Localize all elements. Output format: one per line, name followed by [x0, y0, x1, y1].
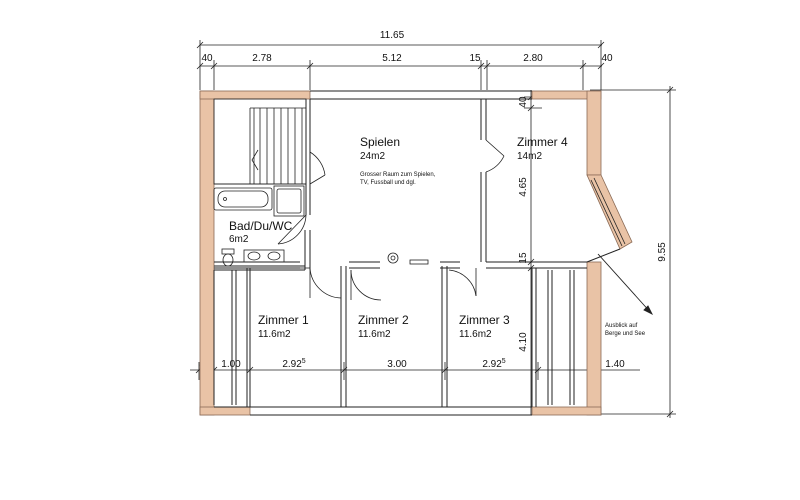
right-dimension-chain: [590, 86, 676, 418]
dim-left-wall: 40: [201, 53, 213, 64]
shower-tray: [273, 185, 305, 217]
bay-window: [590, 177, 626, 247]
dim-balcony-right: 1.40: [605, 359, 625, 370]
room-area-spielen: 24m2: [360, 151, 385, 162]
room-area-bad: 6m2: [229, 234, 249, 245]
toilet: [221, 248, 235, 267]
room-name-zimmer1: Zimmer 1: [258, 313, 309, 327]
stove-symbol: [387, 252, 429, 265]
dim-room1-value: 2.92: [282, 359, 302, 370]
room-name-zimmer2: Zimmer 2: [358, 313, 409, 327]
dim-stair-width: 2.78: [252, 53, 272, 64]
bathtub: [213, 187, 273, 211]
room-area-zimmer1: 11.6m2: [258, 329, 291, 340]
view-note-2: Berge und See: [605, 331, 646, 337]
dim-inner-wall-top: 40: [518, 96, 529, 108]
dim-right-wall: 40: [601, 53, 613, 64]
dim-partition: 15: [518, 252, 529, 264]
room-area-zimmer2: 11.6m2: [358, 329, 391, 340]
room-note-spielen-2: TV, Fussball und dgl.: [360, 180, 416, 186]
dim-inner-wall: 15: [469, 53, 481, 64]
dim-room3-width: 2.925: [482, 358, 505, 370]
top-dimension-chain: [196, 40, 605, 90]
dim-play-room-width: 5.12: [382, 53, 402, 64]
view-arrow: [597, 253, 654, 316]
room-area-zimmer3: 11.6m2: [459, 329, 492, 340]
room-area-zimmer4: 14m2: [517, 151, 542, 162]
outer-walls: [199, 90, 633, 416]
staircase: [213, 98, 307, 185]
double-sink: [243, 249, 285, 263]
room-name-bad: Bad/Du/WC: [229, 219, 293, 233]
room-name-spielen: Spielen: [360, 135, 400, 149]
room-name-zimmer3: Zimmer 3: [459, 313, 510, 327]
middle-dimension-chain: [190, 362, 640, 380]
room-note-spielen-1: Grosser Raum zum Spielen,: [360, 172, 436, 178]
dim-room3-superscript: 5: [502, 358, 506, 365]
view-note-1: Ausblick auf: [605, 323, 638, 329]
dim-balcony-left: 1.00: [221, 359, 241, 370]
dim-room4-width: 2.80: [523, 53, 543, 64]
room-name-zimmer4: Zimmer 4: [517, 135, 568, 149]
dim-room1-superscript: 5: [302, 358, 306, 365]
dim-room3-value: 2.92: [482, 359, 502, 370]
doors: [300, 139, 505, 301]
wall-outlines: [214, 90, 621, 416]
bathroom-door: [277, 214, 307, 245]
dim-total-width: 11.65: [380, 30, 405, 41]
dim-bedroom-depth: 4.10: [518, 332, 529, 352]
dim-room1-width: 2.925: [282, 358, 305, 370]
dim-room2-width: 3.00: [387, 359, 407, 370]
interior-walls: [213, 99, 587, 407]
dim-room4-depth: 4.65: [518, 177, 529, 197]
dim-total-depth: 9.55: [657, 242, 668, 262]
